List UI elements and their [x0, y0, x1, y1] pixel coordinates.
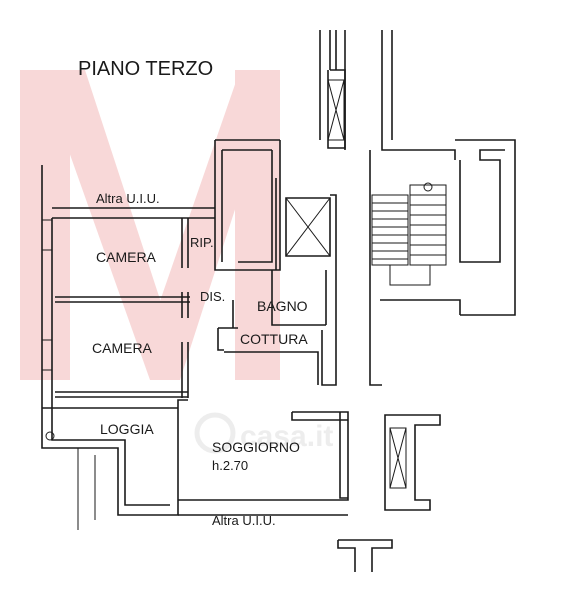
staircase — [371, 182, 447, 286]
neighbor-label-bottom: Altra U.I.U. — [212, 513, 276, 528]
room-label-soggiorno: SOGGIORNO — [212, 439, 300, 455]
room-label-loggia: LOGGIA — [100, 421, 154, 437]
room-label-cottura: COTTURA — [240, 331, 308, 347]
room-label-dis: DIS. — [200, 289, 225, 304]
room-label-rip: RIP. — [190, 235, 214, 250]
room-label-bagno: BAGNO — [257, 298, 308, 314]
room-label-camera-2: CAMERA — [92, 340, 153, 356]
neighbor-label-top: Altra U.I.U. — [96, 191, 160, 206]
room-label-camera-1: CAMERA — [96, 249, 157, 265]
room-height-label: h.2.70 — [212, 458, 248, 473]
casa-watermark-text: casa.it — [240, 420, 333, 453]
casa-watermark: casa.it — [194, 412, 333, 454]
stairwell-area — [319, 30, 516, 572]
apartment-walls — [41, 139, 349, 530]
floor-title: PIANO TERZO — [78, 58, 213, 80]
